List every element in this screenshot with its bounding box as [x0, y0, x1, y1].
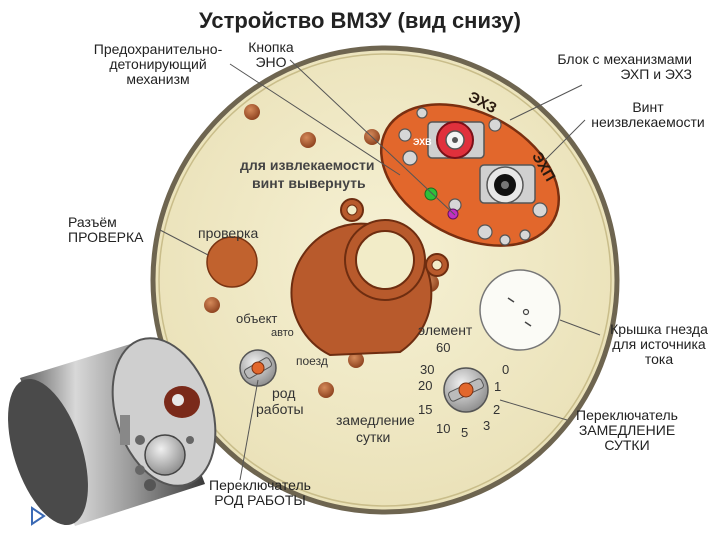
battery-cover [479, 269, 561, 351]
mode-switch [239, 349, 277, 387]
delay-label-line1: замедление [336, 412, 415, 428]
delay-switch [443, 367, 489, 413]
next-slide-icon[interactable] [28, 506, 48, 526]
screw-callout: Винт неизвлекаемости [591, 99, 705, 130]
check-socket [206, 236, 258, 288]
mode-label-line2: работы [256, 401, 304, 417]
check-label: проверка [198, 225, 258, 241]
dial-number: 60 [436, 340, 450, 355]
extract-text-line1: для извлекаемости [240, 157, 375, 173]
delay-switch-callout: Переключатель ЗАМЕДЛЕНИЕ СУТКИ [576, 407, 678, 453]
dial-number: 30 [420, 362, 434, 377]
dial-number: 20 [418, 378, 432, 393]
battery-cover-callout: Крышка гнезда для источника тока [610, 321, 708, 367]
dial-number: 0 [502, 362, 509, 377]
mode-label-line1: род [272, 385, 295, 401]
dial-number: 2 [493, 402, 500, 417]
object-label: объект [236, 311, 277, 326]
mech-block-callout: Блок с механизмами ЭХП и ЭХЗ [557, 51, 692, 82]
extract-text-line2: винт вывернуть [252, 175, 366, 191]
ekhp-unit [479, 164, 536, 204]
leader-lines [159, 59, 601, 481]
safety-mechanism-callout: Предохранительно- детонирующий механизм [93, 41, 223, 87]
dial-number: 1 [494, 379, 501, 394]
ekhv-label: ЭХВ [413, 137, 432, 147]
auto-label: авто [271, 327, 294, 339]
dial-number: 15 [418, 402, 432, 417]
safety-mechanism [290, 198, 449, 357]
dial-number: 3 [483, 418, 490, 433]
dial-number: 5 [461, 425, 468, 440]
element-label: элемент [418, 322, 473, 338]
block-screws [398, 107, 548, 246]
device-photo [8, 337, 217, 526]
page-title: Устройство ВМЗУ (вид снизу) [199, 8, 521, 33]
green-indicator [424, 187, 438, 201]
delay-label-line2: сутки [356, 429, 390, 445]
ekhv-unit [427, 121, 485, 159]
test-socket-callout: Разъём ПРОВЕРКА [68, 214, 144, 245]
magenta-indicator [447, 208, 459, 220]
mode-switch-callout: Переключатель РОД РАБОТЫ [209, 477, 311, 508]
delay-dial-numbers: 60 30 20 15 10 5 3 2 1 0 [418, 340, 509, 440]
eno-button-callout: Кнопка ЭНО [248, 39, 294, 70]
dial-number: 10 [436, 421, 450, 436]
train-label: поезд [296, 354, 328, 368]
